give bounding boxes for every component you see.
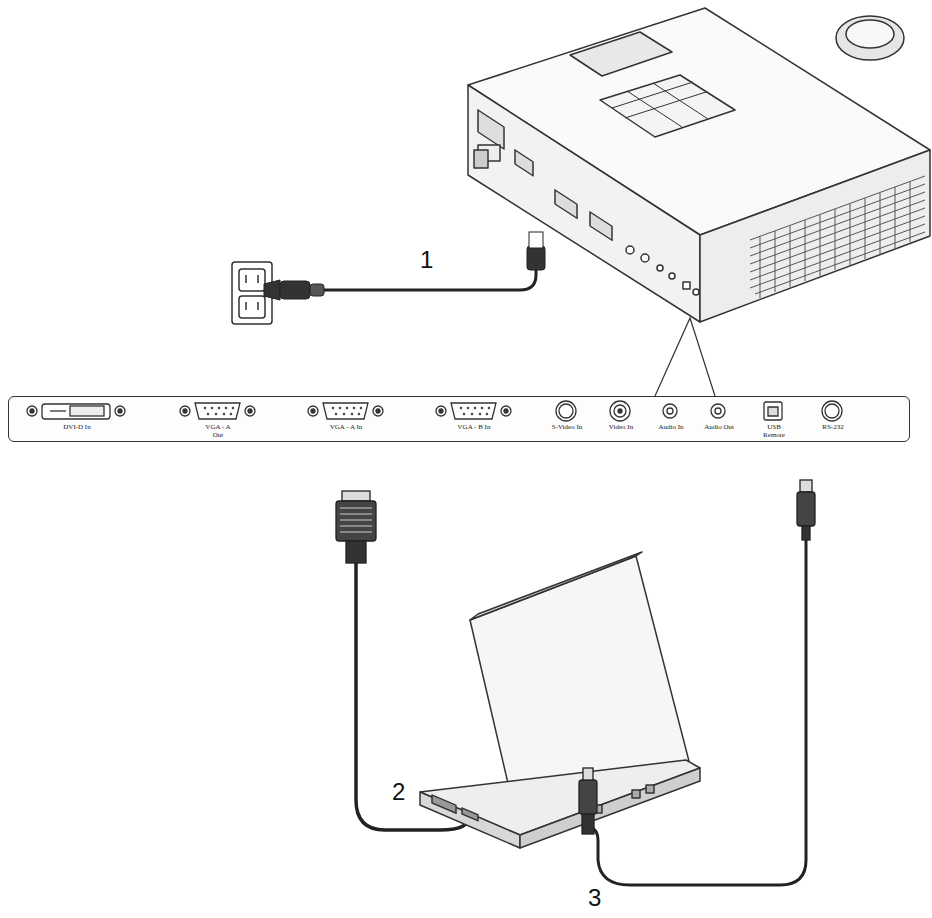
- callout-number: 1: [420, 246, 433, 274]
- port-panel: DVI-D In VGA - A Out VGA - A In VGA - B In S…: [8, 396, 910, 442]
- port-label: VGA - A In: [328, 423, 364, 431]
- port-label: Video In: [603, 423, 639, 431]
- laptop: [420, 552, 700, 848]
- panel-leader: [655, 318, 715, 396]
- port-panel-art: [8, 396, 910, 442]
- callout-number: 2: [392, 778, 405, 806]
- port-label: VGA - A Out: [200, 423, 236, 439]
- port-label: S-Video In: [549, 423, 585, 431]
- port-label: Audio In: [654, 423, 688, 431]
- callout-number: 3: [588, 884, 601, 912]
- port-label: USB Remote: [758, 423, 790, 439]
- port-label: Audio Out: [702, 423, 736, 431]
- power-cable: [264, 232, 545, 300]
- port-label: VGA - B In: [456, 423, 492, 431]
- usb-cable: [579, 480, 815, 885]
- port-label: RS-232: [815, 423, 851, 431]
- port-label: DVI-D In: [47, 423, 107, 431]
